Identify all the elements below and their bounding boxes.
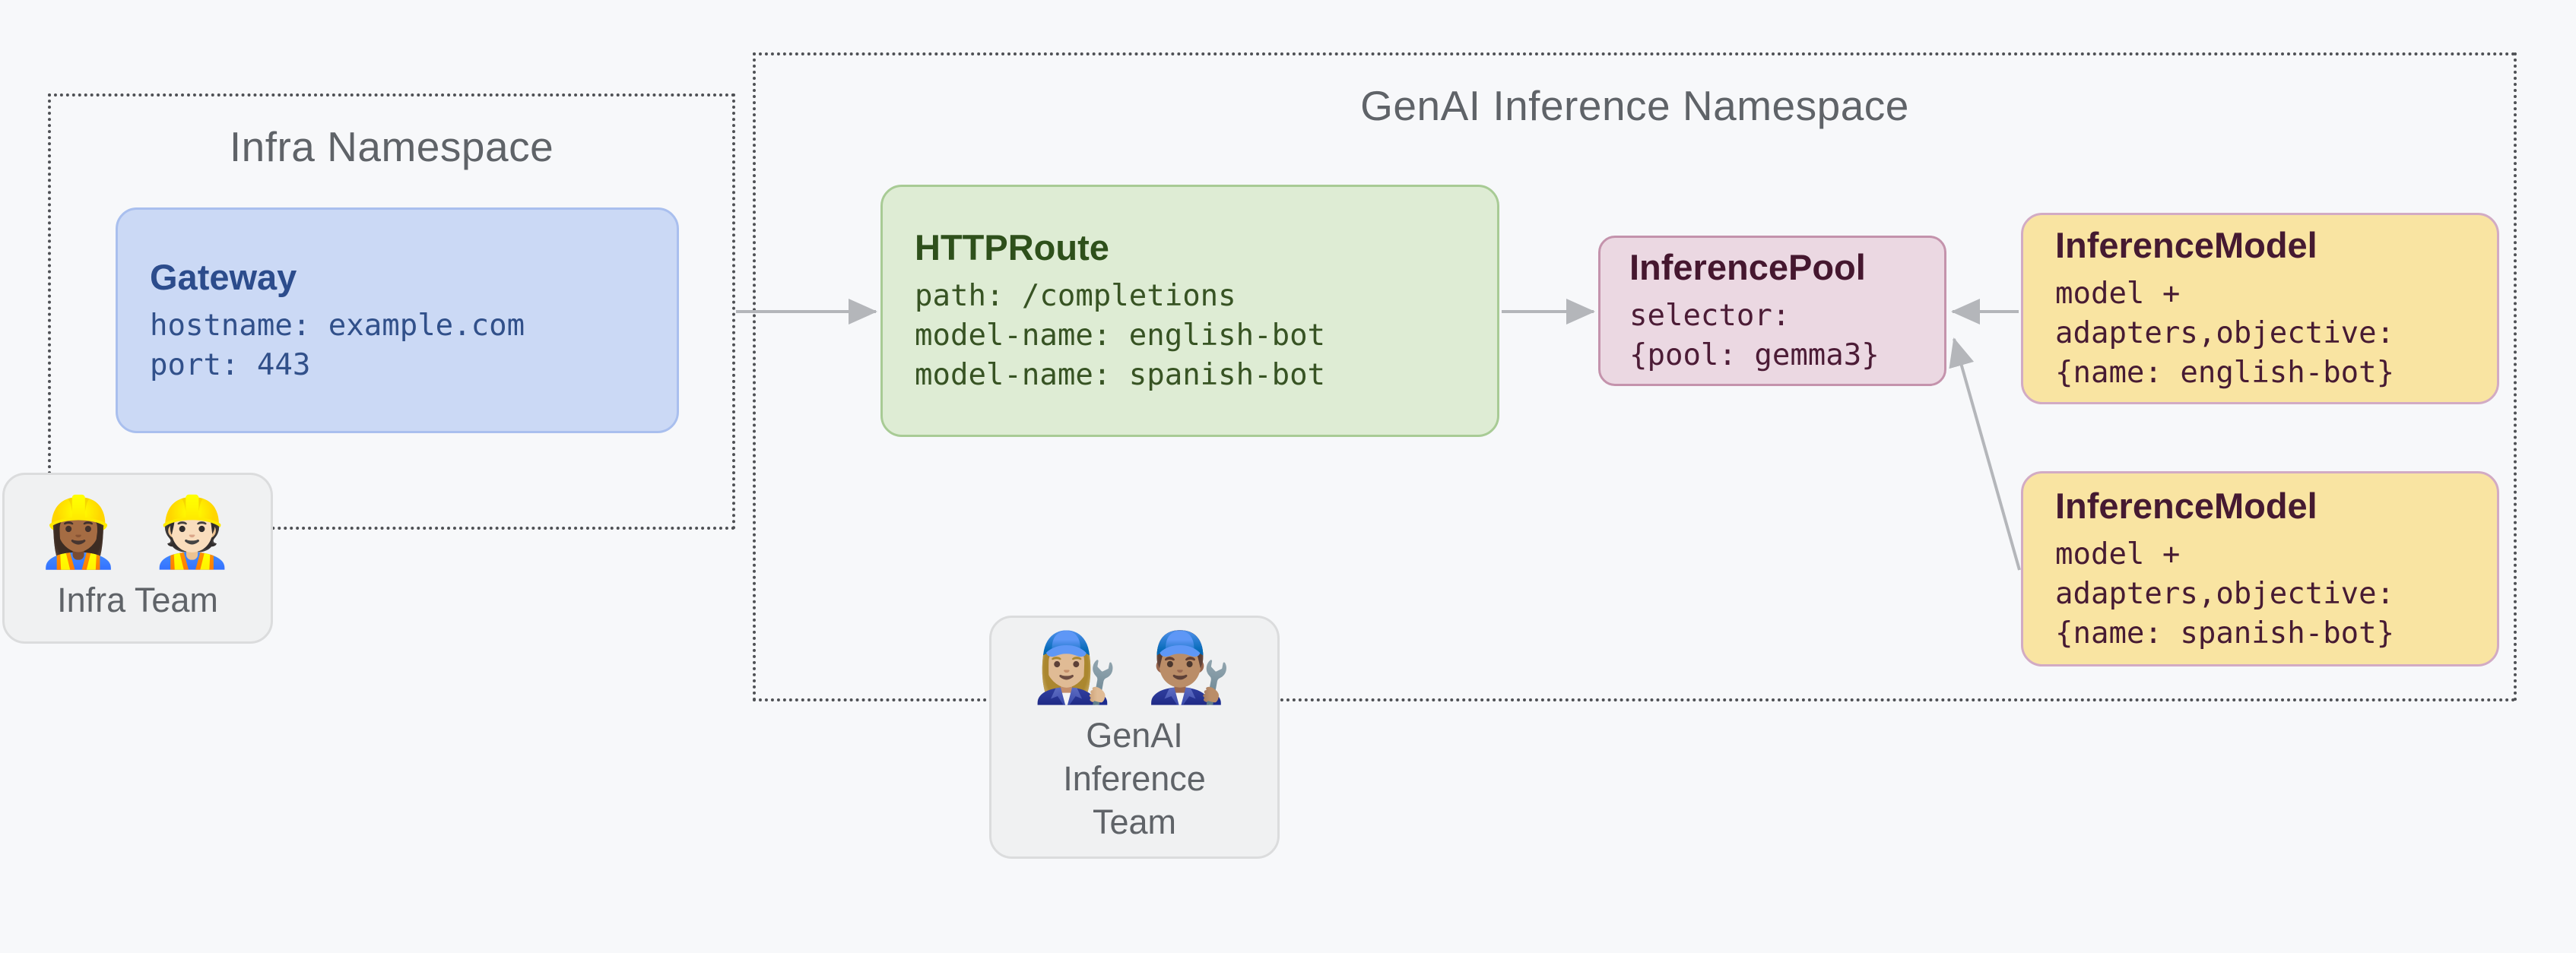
httproute-modelname-spanish-line: model-name: spanish-bot [915,358,1326,392]
genai-inference-namespace-container: GenAI Inference Namespace [753,52,2517,701]
httproute-modelname-english-line: model-name: english-bot [915,318,1326,353]
inferencemodel-spanish-title: InferenceModel [2055,485,2317,526]
infra-team-label: Infra Team [57,580,218,619]
infra-namespace-title: Infra Namespace [229,123,554,170]
gateway-port-line: port: 443 [150,347,311,382]
gateway-hostname-line: hostname: example.com [150,308,525,343]
inferencepool-node: InferencePool selector: {pool: gemma3} [1598,236,1946,386]
httproute-node: HTTPRoute path: /completions model-name:… [880,185,1499,437]
httproute-path-line: path: /completions [915,279,1236,313]
inferencemodel-english-name-line: {name: english-bot} [2055,356,2395,390]
inferencemodel-english-model-line: model + [2055,277,2181,311]
inferencemodel-spanish-name-line: {name: spanish-bot} [2055,616,2395,651]
inferencemodel-english-adapters-line: adapters,objective: [2055,316,2395,350]
inferencepool-node-title: InferencePool [1629,247,1866,287]
genai-inference-team-label: GenAI Inference Team [1063,716,1206,841]
genai-inference-team-card: 👩🏼‍🔧 👨🏽‍🔧 GenAI Inference Team [989,616,1280,859]
infra-team-card: 👷🏾‍♀️ 👷🏻 Infra Team [2,473,273,644]
construction-workers-emoji-icon: 👷🏾‍♀️ 👷🏻 [36,494,240,571]
gateway-node: Gateway hostname: example.com port: 443 [116,207,679,433]
httproute-node-title: HTTPRoute [915,227,1109,268]
mechanics-emoji-icon: 👩🏼‍🔧 👨🏽‍🔧 [1033,630,1236,706]
genai-namespace-title: GenAI Inference Namespace [1360,82,1909,129]
inferencemodel-english-node: InferenceModel model + adapters,objectiv… [2021,213,2499,404]
inferencepool-selector-line: selector: [1629,299,1791,333]
gateway-node-title: Gateway [150,256,297,297]
inferencepool-pool-line: {pool: gemma3} [1629,338,1880,372]
inferencemodel-spanish-model-line: model + [2055,537,2181,571]
inferencemodel-spanish-adapters-line: adapters,objective: [2055,576,2395,611]
infra-namespace-container: Infra Namespace [48,93,735,530]
inferencemodel-english-title: InferenceModel [2055,225,2317,265]
inferencemodel-spanish-node: InferenceModel model + adapters,objectiv… [2021,471,2499,666]
